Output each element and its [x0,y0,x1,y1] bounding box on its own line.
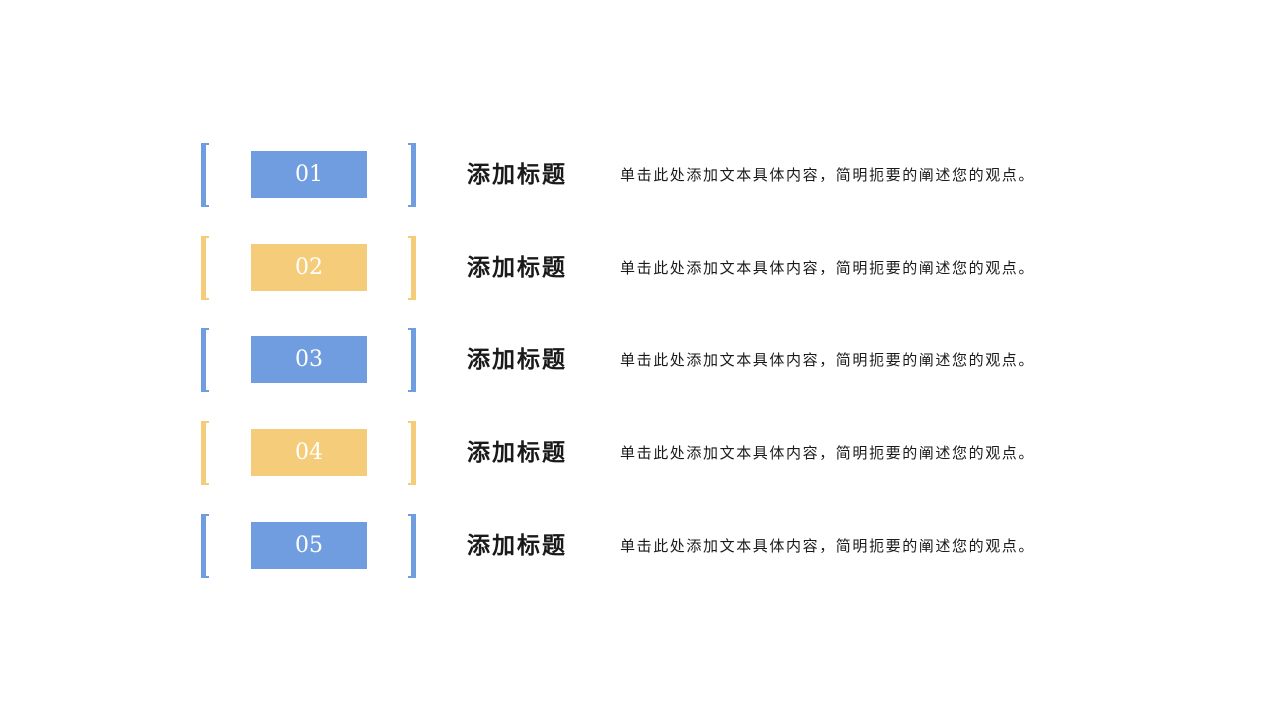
right-bracket [408,236,416,300]
item-title: 添加标题 [467,162,567,188]
item-number-badge: 01 [251,151,367,198]
left-bracket [201,236,209,300]
item-title: 添加标题 [467,533,567,559]
item-number-badge: 04 [251,429,367,476]
item-number-badge: 05 [251,522,367,569]
item-description: 单击此处添加文本具体内容，简明扼要的阐述您的观点。 [620,444,1036,462]
list-item: 01 添加标题 单击此处添加文本具体内容，简明扼要的阐述您的观点。 [0,143,1280,209]
item-title: 添加标题 [467,347,567,373]
right-bracket [408,514,416,578]
item-number-badge: 02 [251,244,367,291]
left-bracket [201,143,209,207]
list-item: 03 添加标题 单击此处添加文本具体内容，简明扼要的阐述您的观点。 [0,328,1280,394]
right-bracket [408,328,416,392]
right-bracket [408,421,416,485]
left-bracket [201,421,209,485]
item-number-badge: 03 [251,336,367,383]
list-item: 05 添加标题 单击此处添加文本具体内容，简明扼要的阐述您的观点。 [0,514,1280,580]
item-description: 单击此处添加文本具体内容，简明扼要的阐述您的观点。 [620,537,1036,555]
item-title: 添加标题 [467,440,567,466]
right-bracket [408,143,416,207]
list-item: 02 添加标题 单击此处添加文本具体内容，简明扼要的阐述您的观点。 [0,236,1280,302]
item-description: 单击此处添加文本具体内容，简明扼要的阐述您的观点。 [620,351,1036,369]
left-bracket [201,514,209,578]
list-item: 04 添加标题 单击此处添加文本具体内容，简明扼要的阐述您的观点。 [0,421,1280,487]
item-title: 添加标题 [467,255,567,281]
item-description: 单击此处添加文本具体内容，简明扼要的阐述您的观点。 [620,166,1036,184]
left-bracket [201,328,209,392]
item-description: 单击此处添加文本具体内容，简明扼要的阐述您的观点。 [620,259,1036,277]
